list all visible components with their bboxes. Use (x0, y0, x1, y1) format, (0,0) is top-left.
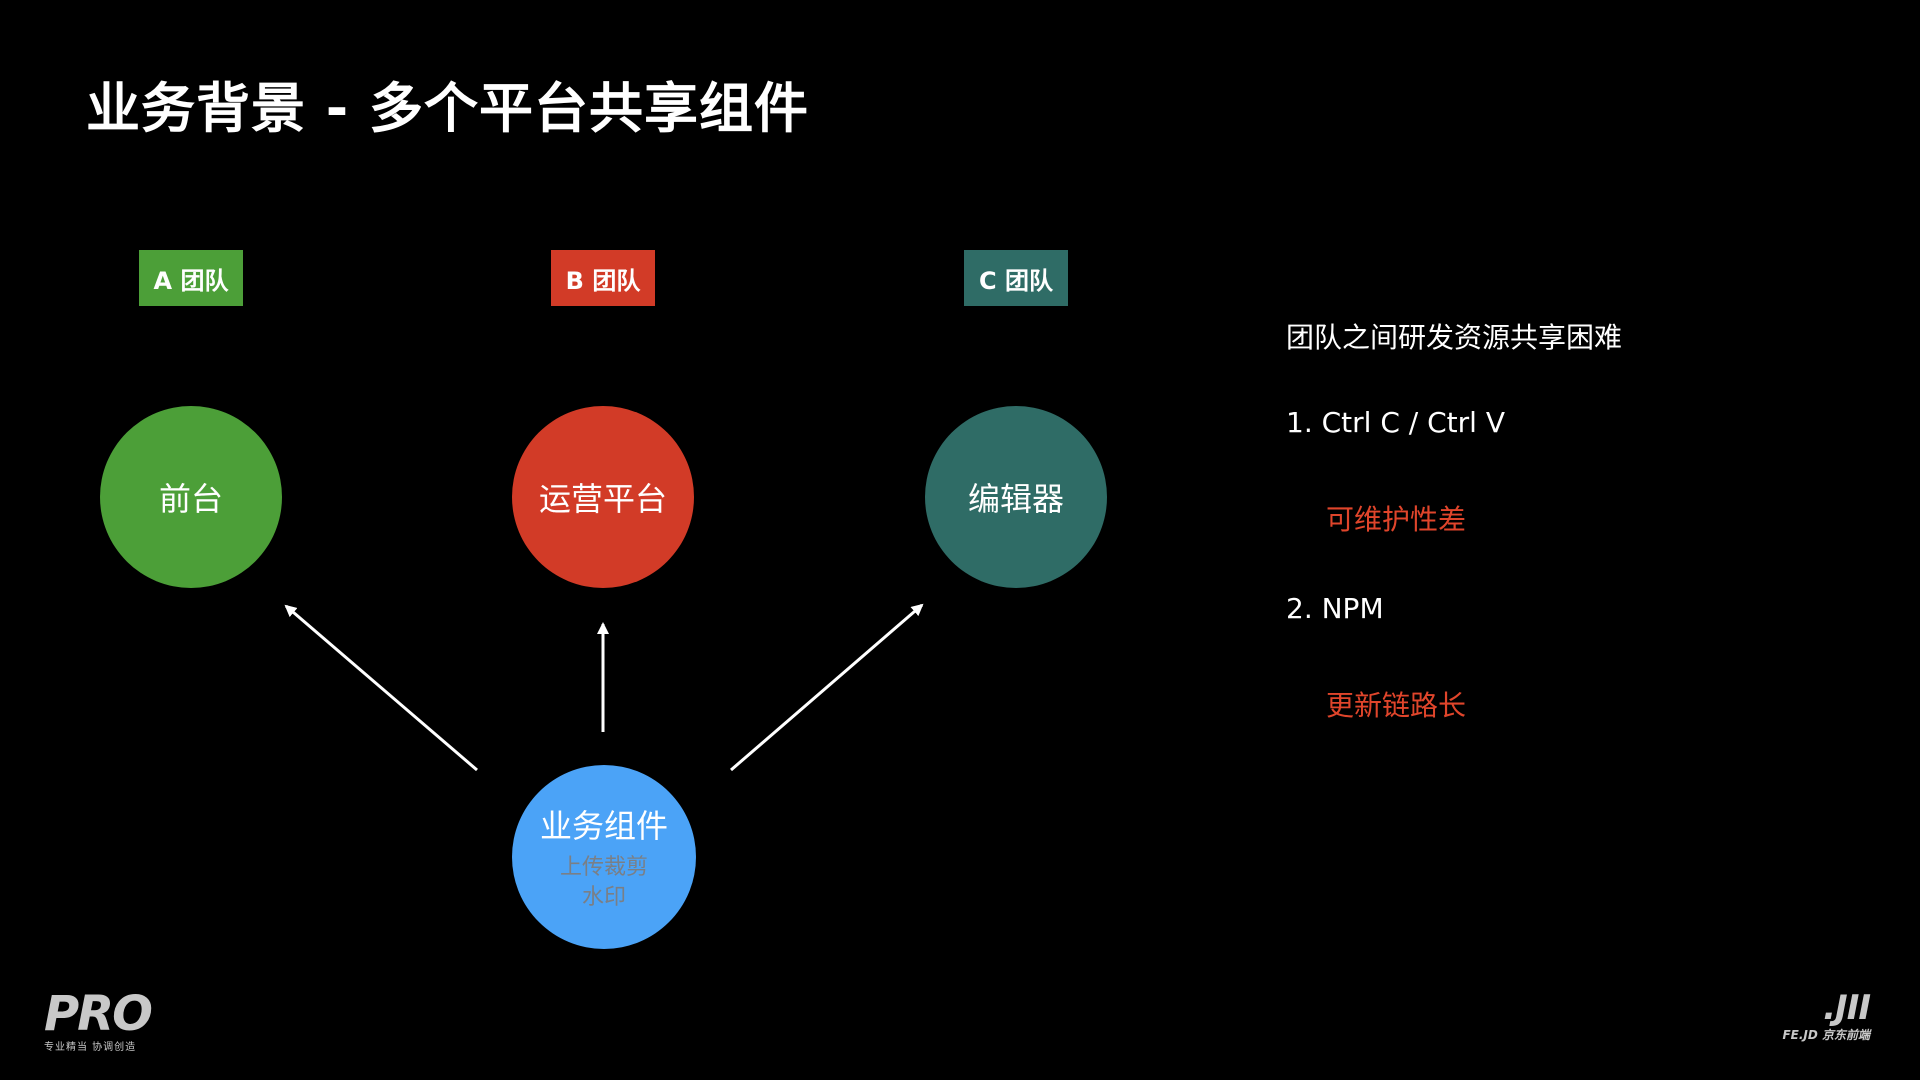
business-component-sub-1: 上传裁剪 (559, 855, 648, 880)
notes-item-1-detail: 可维护性差 (1326, 503, 1467, 536)
node-ops-platform: 运营平台 (512, 406, 694, 588)
notes-heading: 团队之间研发资源共享困难 (1286, 321, 1623, 354)
fejd-logo: .JII FE.JD 京东前端 (1782, 988, 1871, 1043)
notes-item-2-detail: 更新链路长 (1326, 689, 1467, 722)
notes-item-2: 2. NPM (1286, 592, 1384, 625)
node-frontend: 前台 (100, 406, 282, 588)
team-tag-b: B 团队 (551, 250, 655, 306)
pro-logo-slogan: 专业精当 协调创造 (44, 1042, 137, 1053)
page-title: 业务背景 - 多个平台共享组件 (86, 77, 810, 140)
node-business-component: 业务组件 上传裁剪 水印 (512, 765, 696, 949)
team-tag-a: A 团队 (139, 250, 243, 306)
business-component-sub-2: 水印 (581, 885, 626, 910)
arrow-to-editor (730, 603, 924, 772)
node-frontend-label: 前台 (158, 480, 223, 518)
arrow-to-frontend (284, 604, 478, 772)
fejd-logo-mark: .JII (1823, 988, 1871, 1028)
notes-item-1: 1. Ctrl C / Ctrl V (1286, 406, 1505, 439)
node-ops-platform-label: 运营平台 (538, 480, 667, 518)
team-tag-c: C 团队 (964, 250, 1068, 306)
fejd-logo-text: FE.JD 京东前端 (1782, 1028, 1870, 1042)
pro-logo: PRO 专业精当 协调创造 (44, 986, 153, 1053)
pro-logo-text: PRO (44, 986, 153, 1042)
node-editor: 编辑器 (925, 406, 1107, 588)
node-editor-label: 编辑器 (967, 480, 1064, 518)
business-component-label: 业务组件 (539, 807, 668, 845)
